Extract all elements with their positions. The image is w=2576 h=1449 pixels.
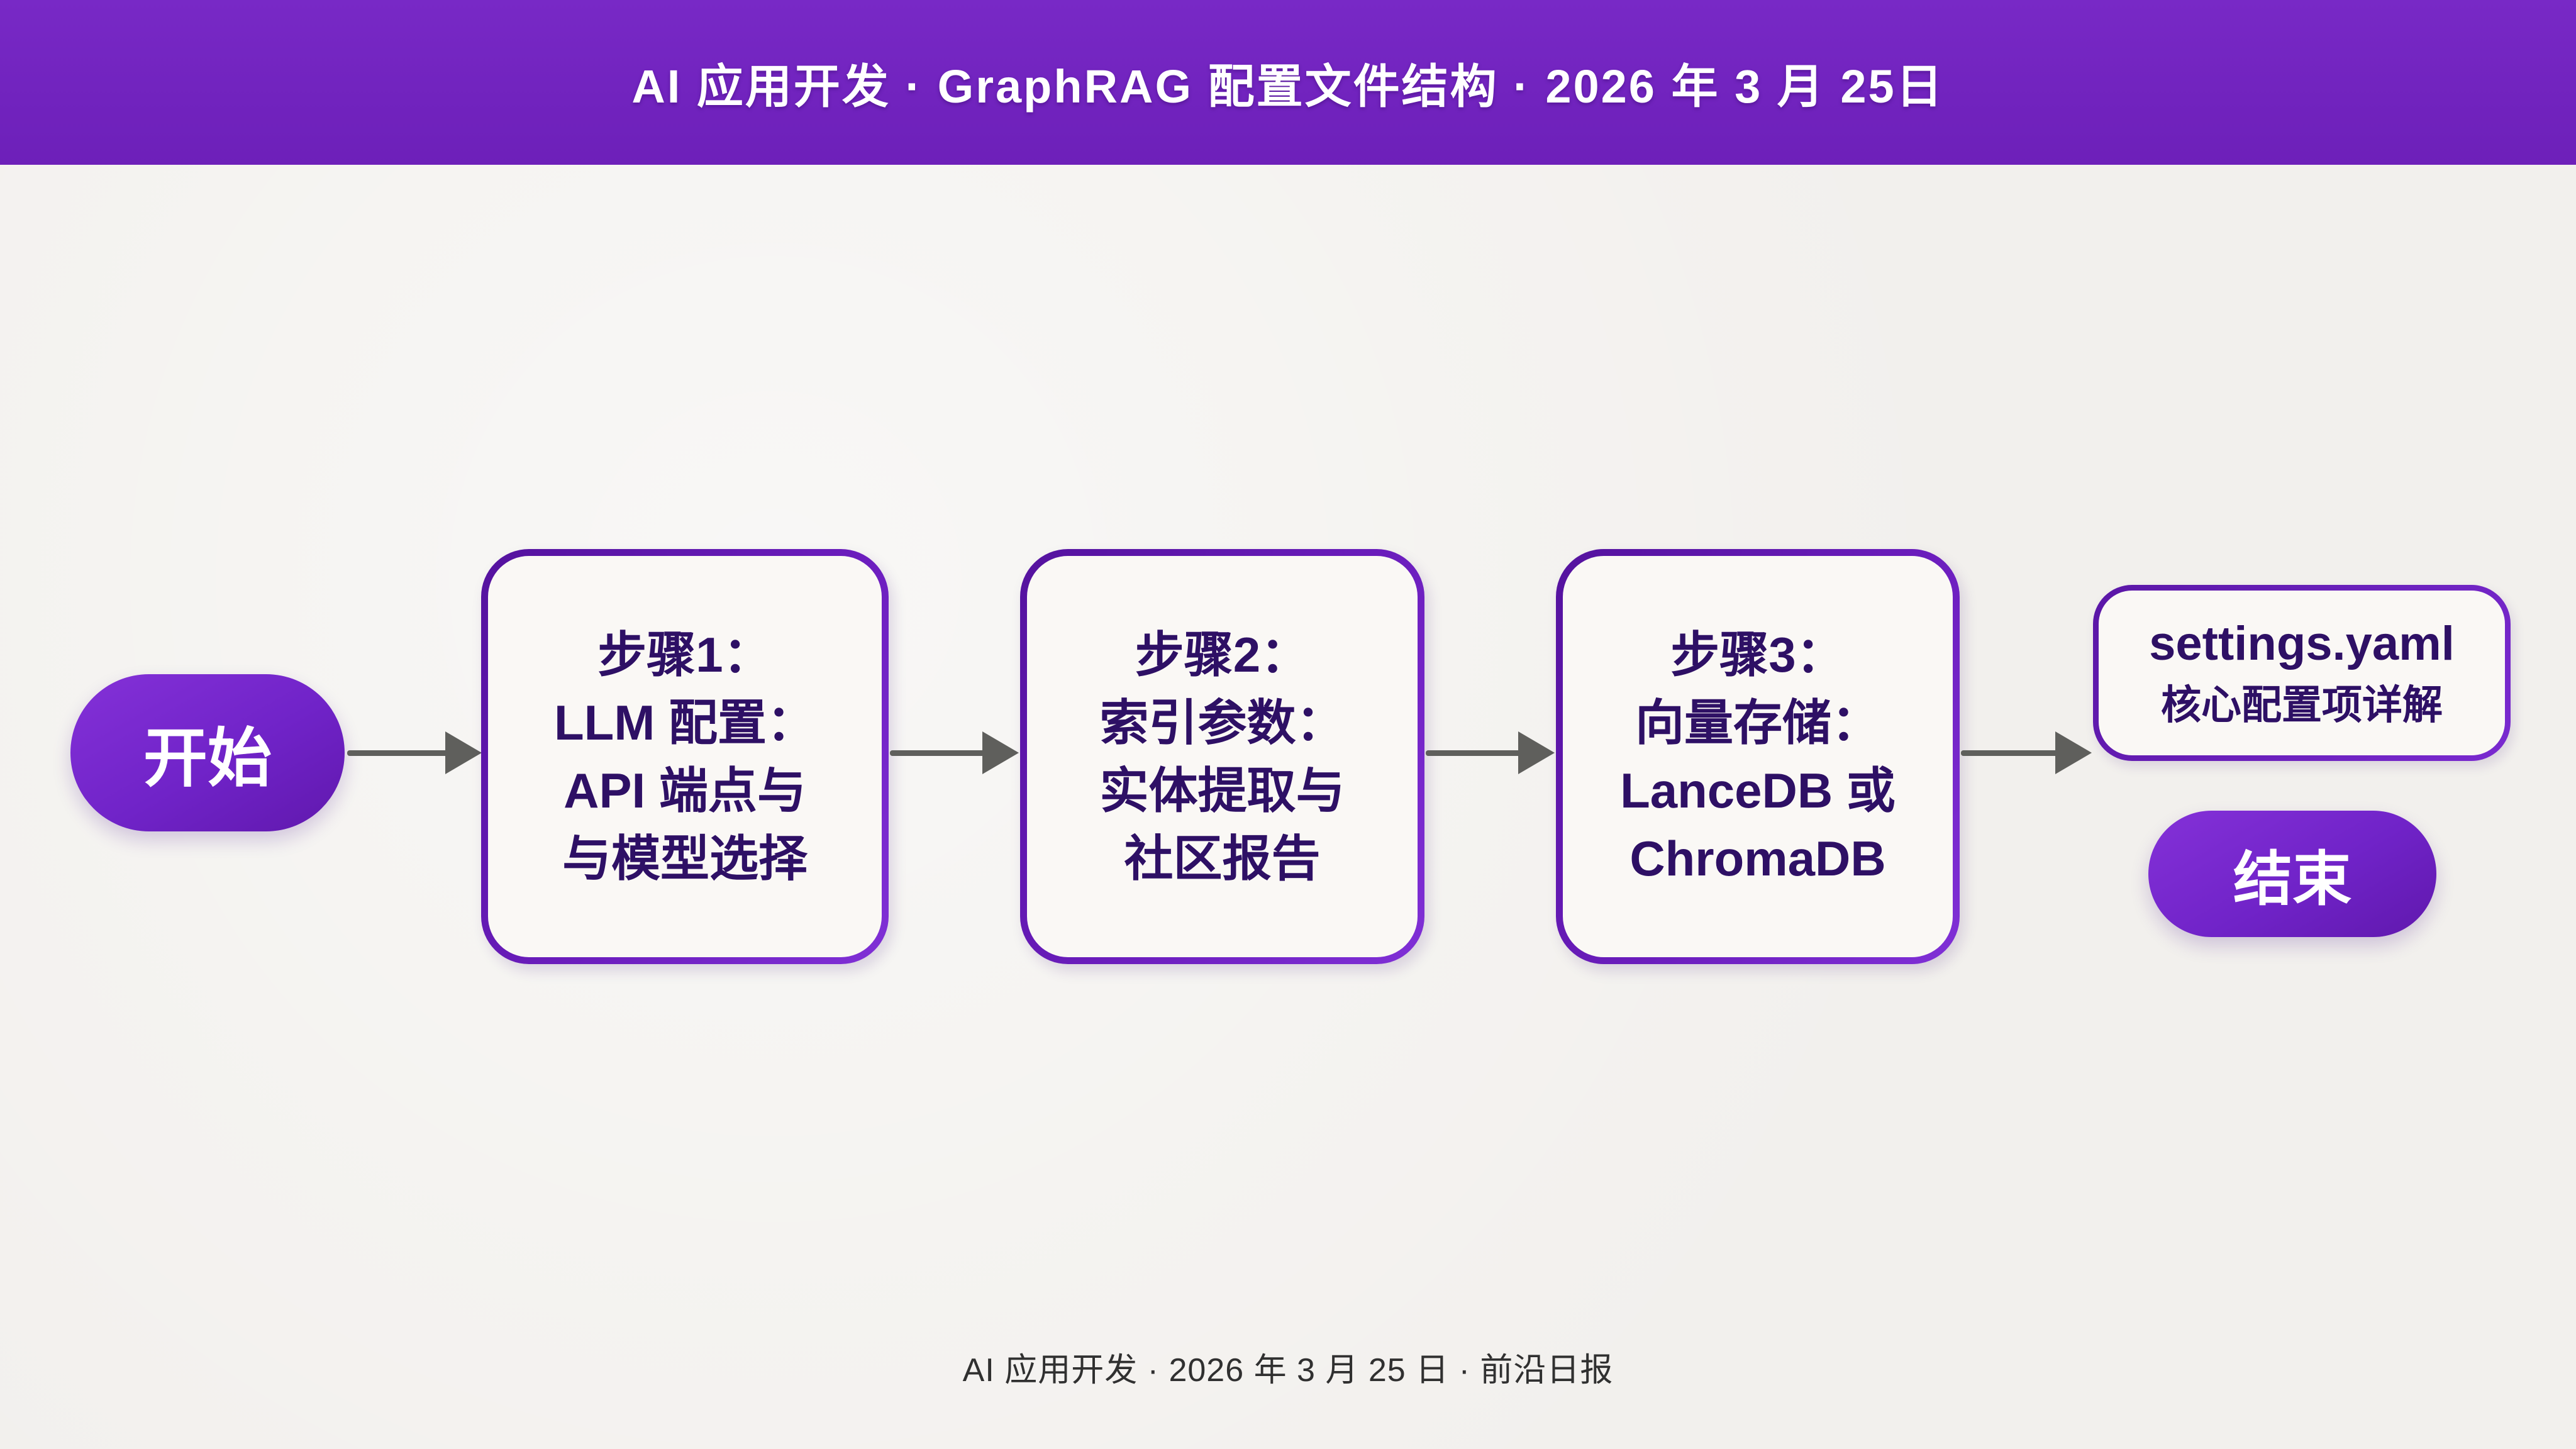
flow-arrow-1 bbox=[347, 731, 482, 774]
end-label: 结束 bbox=[2233, 845, 2351, 912]
header-banner: AI 应用开发 · GraphRAG 配置文件结构 · 2026 年 3 月 2… bbox=[0, 0, 2576, 165]
flow-node-start: 开始 bbox=[70, 674, 345, 831]
arrow-head-icon bbox=[445, 731, 482, 774]
arrow-shaft bbox=[1961, 750, 2060, 756]
step-3-line-4: ChromaDB bbox=[1629, 831, 1886, 886]
flow-node-step-1: 步骤1： LLM 配置： API 端点与 与模型选择 bbox=[481, 549, 889, 964]
footer: AI 应用开发 · 2026 年 3 月 25 日 · 前沿日报 bbox=[0, 1343, 2576, 1391]
arrow-shaft bbox=[347, 750, 450, 756]
arrow-shaft bbox=[890, 750, 987, 756]
step-2-line-3: 实体提取与 bbox=[1099, 763, 1345, 818]
flow-node-end: 结束 bbox=[2148, 811, 2436, 937]
step-1-line-3: API 端点与 bbox=[564, 763, 806, 818]
step-3-line-2: 向量存储： bbox=[1635, 695, 1880, 750]
step-2-content: 步骤2： 索引参数： 实体提取与 社区报告 bbox=[1027, 556, 1418, 957]
result-content: settings.yaml 核心配置项详解 bbox=[2099, 591, 2505, 755]
step-3-line-1: 步骤3： bbox=[1670, 627, 1845, 682]
step-1-line-4: 与模型选择 bbox=[562, 831, 808, 886]
flow-arrow-4 bbox=[1961, 731, 2092, 774]
step-2-line-1: 步骤2： bbox=[1135, 627, 1310, 682]
step-2-line-4: 社区报告 bbox=[1124, 831, 1321, 886]
page-title: AI 应用开发 · GraphRAG 配置文件结构 · 2026 年 3 月 2… bbox=[631, 60, 1945, 113]
step-3-content: 步骤3： 向量存储： LanceDB 或 ChromaDB bbox=[1563, 556, 1953, 957]
result-line-1: settings.yaml bbox=[2149, 617, 2455, 670]
flow-arrow-3 bbox=[1426, 731, 1555, 774]
step-1-line-1: 步骤1： bbox=[597, 627, 772, 682]
flow-arrow-2 bbox=[890, 731, 1019, 774]
step-1-line-2: LLM 配置： bbox=[554, 695, 816, 750]
flow-node-result: settings.yaml 核心配置项详解 bbox=[2093, 585, 2511, 761]
start-label: 开始 bbox=[143, 722, 272, 794]
result-line-2: 核心配置项详解 bbox=[2161, 682, 2443, 728]
step-3-line-3: LanceDB 或 bbox=[1620, 763, 1896, 818]
arrow-head-icon bbox=[1518, 731, 1555, 774]
step-1-content: 步骤1： LLM 配置： API 端点与 与模型选择 bbox=[488, 556, 882, 957]
flow-node-step-2: 步骤2： 索引参数： 实体提取与 社区报告 bbox=[1020, 549, 1424, 964]
footer-caption: AI 应用开发 · 2026 年 3 月 25 日 · 前沿日报 bbox=[962, 1352, 1614, 1389]
arrow-head-icon bbox=[982, 731, 1019, 774]
arrow-head-icon bbox=[2055, 731, 2092, 774]
arrow-shaft bbox=[1426, 750, 1523, 756]
step-2-line-2: 索引参数： bbox=[1099, 695, 1345, 750]
flow-node-step-3: 步骤3： 向量存储： LanceDB 或 ChromaDB bbox=[1556, 549, 1960, 964]
